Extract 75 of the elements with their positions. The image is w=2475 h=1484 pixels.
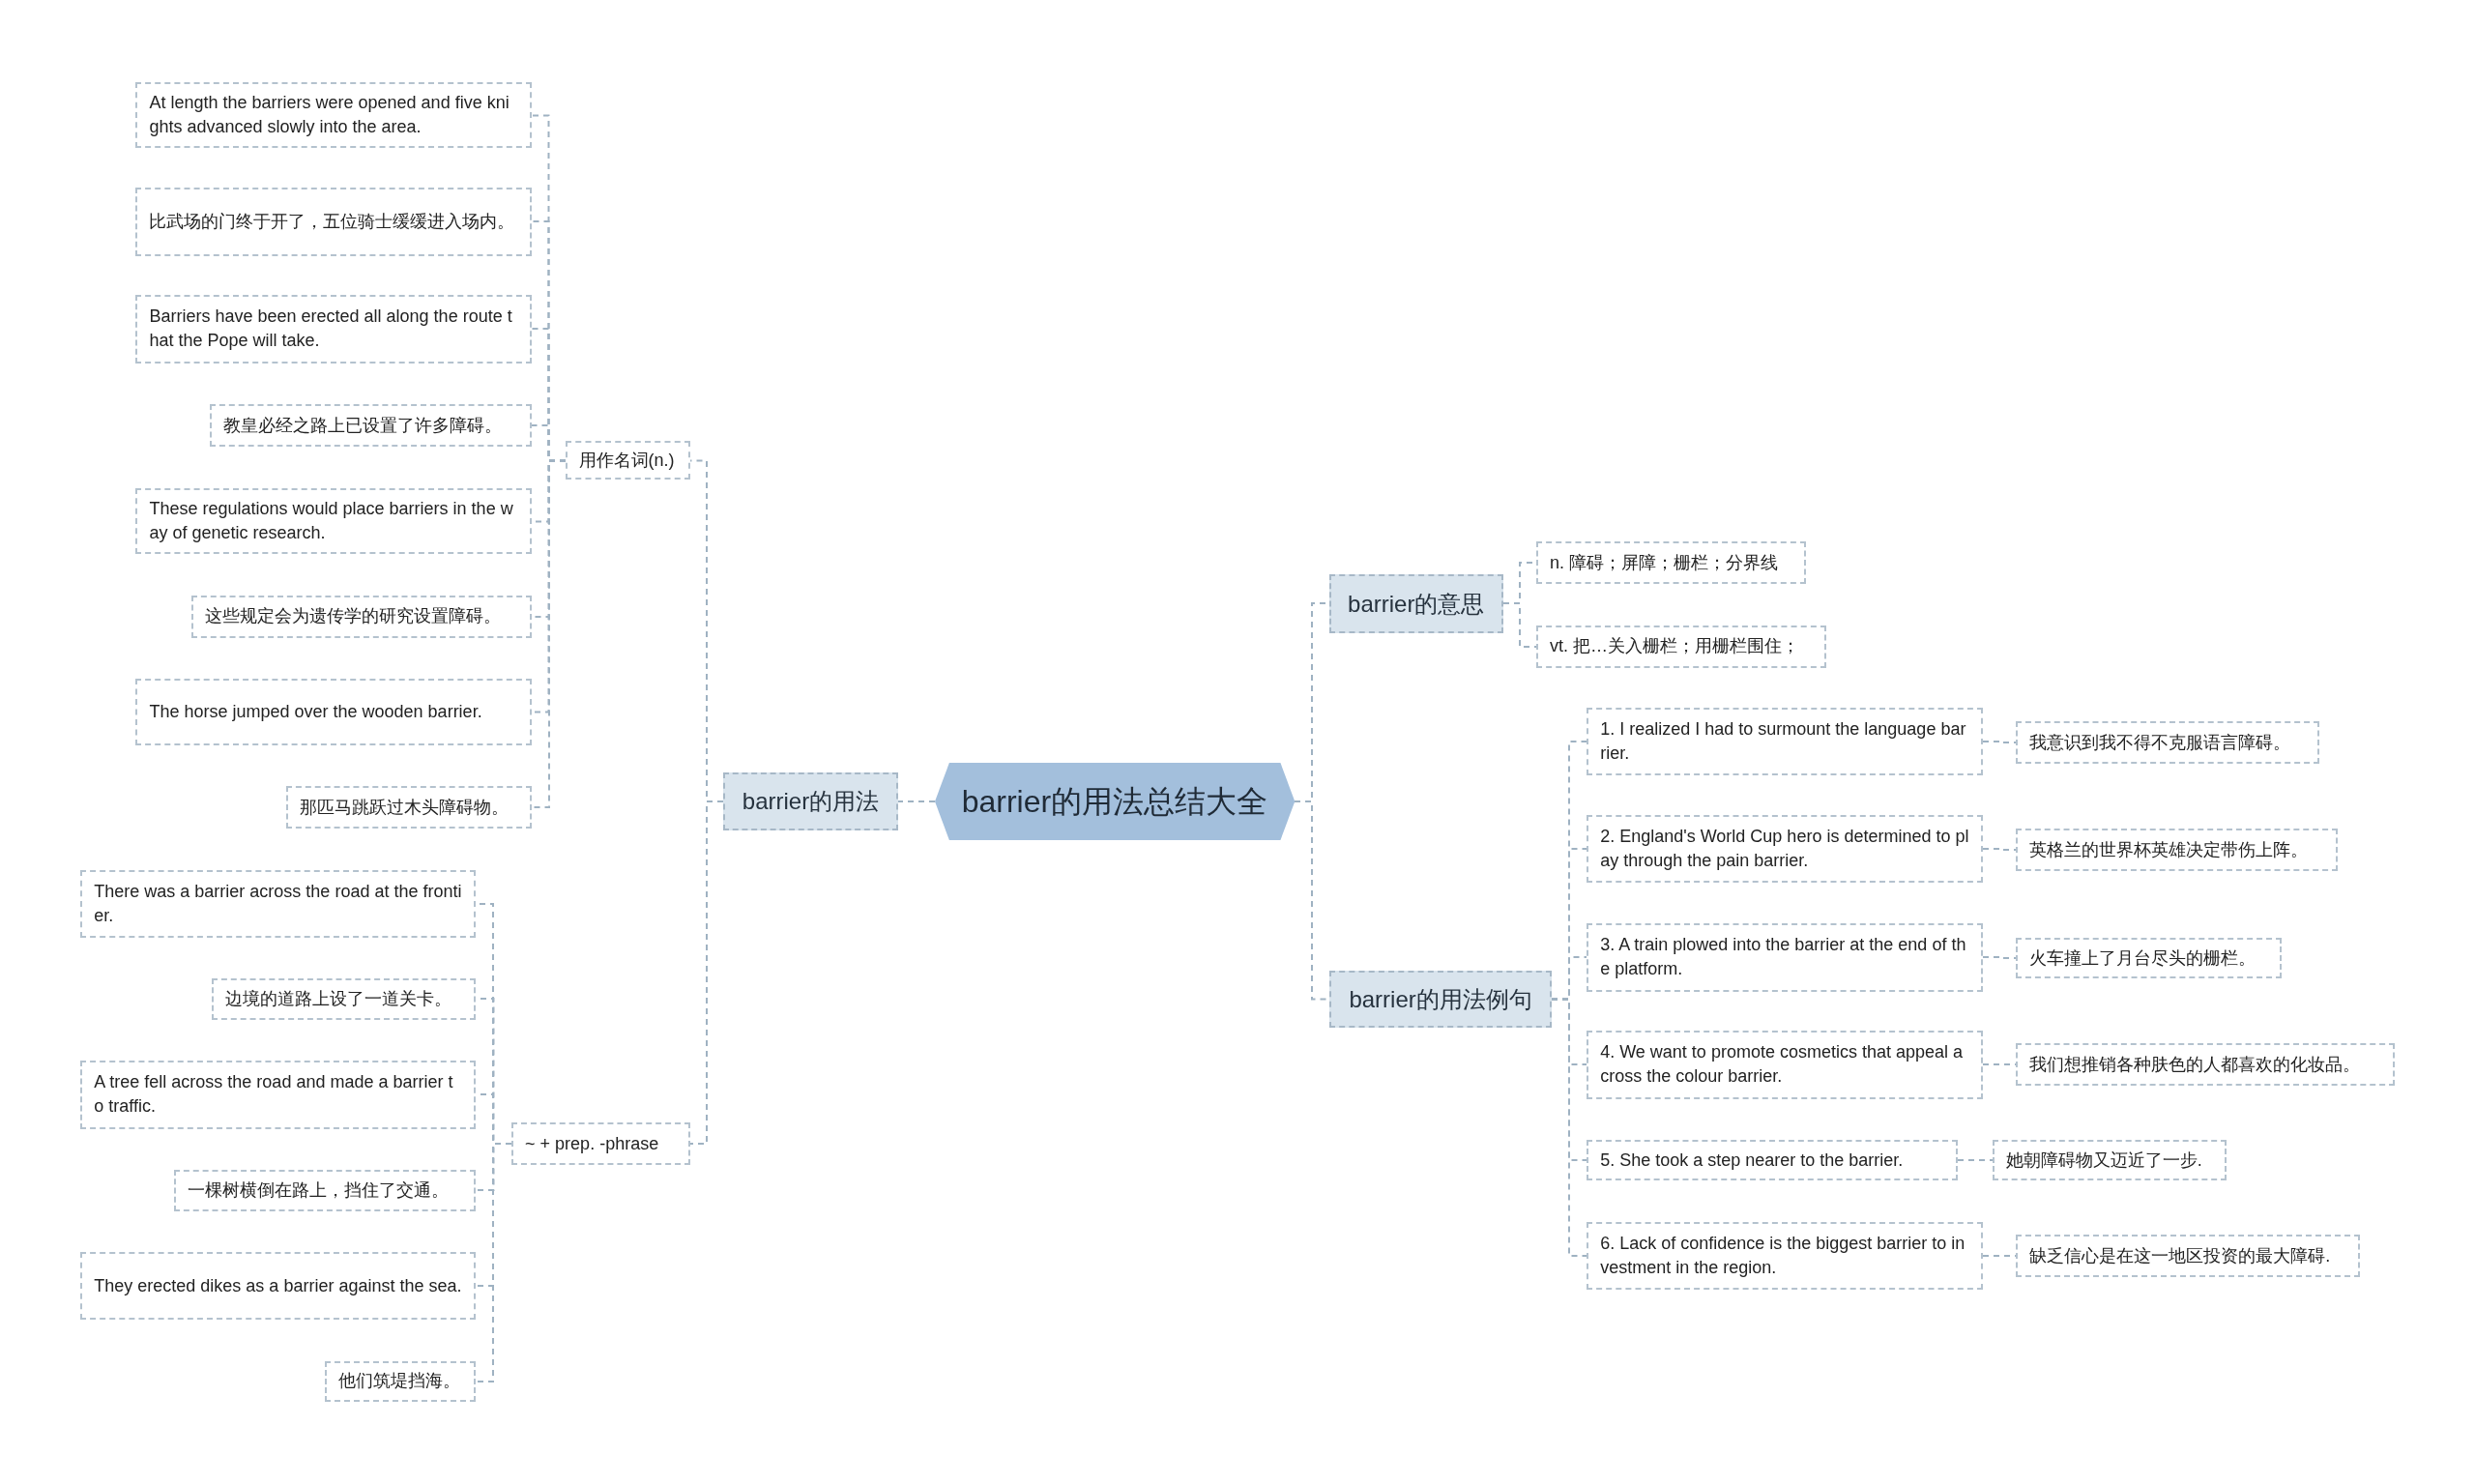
topic-text: 2. England's World Cup hero is determined to play through the pain barrier. — [1600, 825, 1970, 872]
subtopic-box — [211, 978, 476, 1020]
topic-text: barrier的用法总结大全 — [961, 782, 1268, 821]
topic-text: 6. Lack of confidence is the biggest barrier to investment in the region. — [1600, 1233, 1966, 1280]
subtopic-box — [1587, 923, 1984, 992]
topic-text: These regulations would place barriers in the way of genetic research. — [149, 497, 514, 544]
topic-text: Barriers have been erected all along the route that the Pope will take. — [149, 306, 513, 353]
central-topic — [934, 762, 1296, 840]
connector-line — [1957, 1159, 1994, 1161]
topic-text: 1. I realized I had to surmount the language barrier. — [1600, 717, 1967, 765]
topic-text: n. 障碍；屏障；栅栏；分界线 — [1549, 551, 1778, 574]
topic-text: 他们筑堤挡海。 — [338, 1370, 461, 1393]
subtopic-box — [2016, 938, 2282, 979]
subtopic-box — [135, 679, 533, 745]
subtopic-box — [80, 1251, 476, 1321]
subtopic-box — [1535, 625, 1827, 668]
topic-text: vt. 把…关入栅栏；用栅栏围住； — [1549, 635, 1799, 658]
subtopic-box — [135, 487, 533, 555]
topic-text: 火车撞上了月台尽头的栅栏。 — [2029, 946, 2257, 970]
subtopic-box — [1587, 1031, 1984, 1099]
connector-line — [897, 800, 936, 802]
topic-text: barrier的用法例句 — [1349, 984, 1532, 1014]
subtopic-box — [135, 295, 533, 364]
topic-text: 比武场的门终于开了，五位骑士缓缓进入场内。 — [149, 210, 515, 233]
connector-line — [1551, 998, 1587, 1257]
topic-text: 5. She took a step nearer to the barrier. — [1600, 1149, 1904, 1172]
subtopic-box — [285, 786, 533, 829]
subtopic-box — [135, 81, 533, 149]
subtopic-box — [2016, 1043, 2396, 1087]
topic-text: The horse jumped over the wooden barrier. — [149, 700, 482, 723]
topic-text: barrier的用法 — [742, 786, 880, 816]
subtopic-box — [1587, 707, 1984, 775]
topic-text: At length the barriers were opened and five knights advanced slowly into the area. — [149, 92, 510, 139]
subtopic-box — [1587, 814, 1984, 883]
subtopic-box — [190, 595, 533, 638]
topic-text: barrier的意思 — [1348, 589, 1485, 619]
topic-text: 教皇必经之路上已设置了许多障碍。 — [223, 414, 503, 437]
topic-text: 边境的道路上设了一道关卡。 — [224, 988, 451, 1011]
subtopic-box — [210, 404, 533, 448]
connector-line — [1982, 956, 2017, 959]
topic-text: A tree fell across the road and made a barrier to traffic. — [94, 1071, 454, 1119]
topic-text: 她朝障碍物又迈近了一步. — [2005, 1149, 2202, 1172]
topic-text: ~ + prep. -phrase — [525, 1132, 659, 1155]
topic-text: 一棵树横倒在路上，挡住了交通。 — [187, 1178, 449, 1202]
subtopic-box — [1587, 1221, 1984, 1291]
topic-text: 那匹马跳跃过木头障碍物。 — [299, 796, 509, 819]
subtopic-box — [1587, 1140, 1958, 1181]
topic-text: 3. A train plowed into the barrier at the end of the platform. — [1600, 934, 1967, 981]
connector-line — [1982, 848, 2017, 851]
topic-text: 英格兰的世界杯英雄决定带伤上阵。 — [2029, 838, 2309, 861]
connector-line — [1982, 741, 2017, 743]
subtopic-box — [2016, 829, 2339, 872]
topic-text: 用作名词(n.) — [578, 449, 675, 472]
connector-line — [1502, 602, 1537, 648]
topic-text: They erected dikes as a barrier against the sea. — [94, 1274, 462, 1297]
subtopic-box — [2016, 1235, 2361, 1278]
branch-topic — [722, 771, 899, 830]
subtopic-box — [565, 440, 690, 480]
branch-topic — [1329, 574, 1503, 633]
topic-text: 我意识到我不得不克服语言障碍。 — [2029, 731, 2291, 754]
subtopic-box — [325, 1360, 476, 1403]
subtopic-box — [80, 869, 476, 938]
subtopic-box — [2016, 721, 2319, 765]
branch-topic — [1329, 971, 1553, 1029]
topic-text: 我们想推销各种肤色的人都喜欢的化妆品。 — [2029, 1053, 2361, 1076]
subtopic-box — [1992, 1140, 2227, 1181]
topic-text: 4. We want to promote cosmetics that appeal across the colour barrier. — [1600, 1041, 1965, 1089]
subtopic-box — [511, 1122, 690, 1166]
subtopic-box — [173, 1170, 476, 1211]
subtopic-box — [135, 188, 533, 256]
topic-text: There was a barrier across the road at the frontier. — [94, 880, 462, 927]
topic-text: 这些规定会为遗传学的研究设置障碍。 — [204, 605, 501, 628]
subtopic-box — [1535, 541, 1807, 585]
subtopic-box — [80, 1061, 476, 1129]
topic-text: 缺乏信心是在这一地区投资的最大障碍. — [2029, 1244, 2331, 1267]
